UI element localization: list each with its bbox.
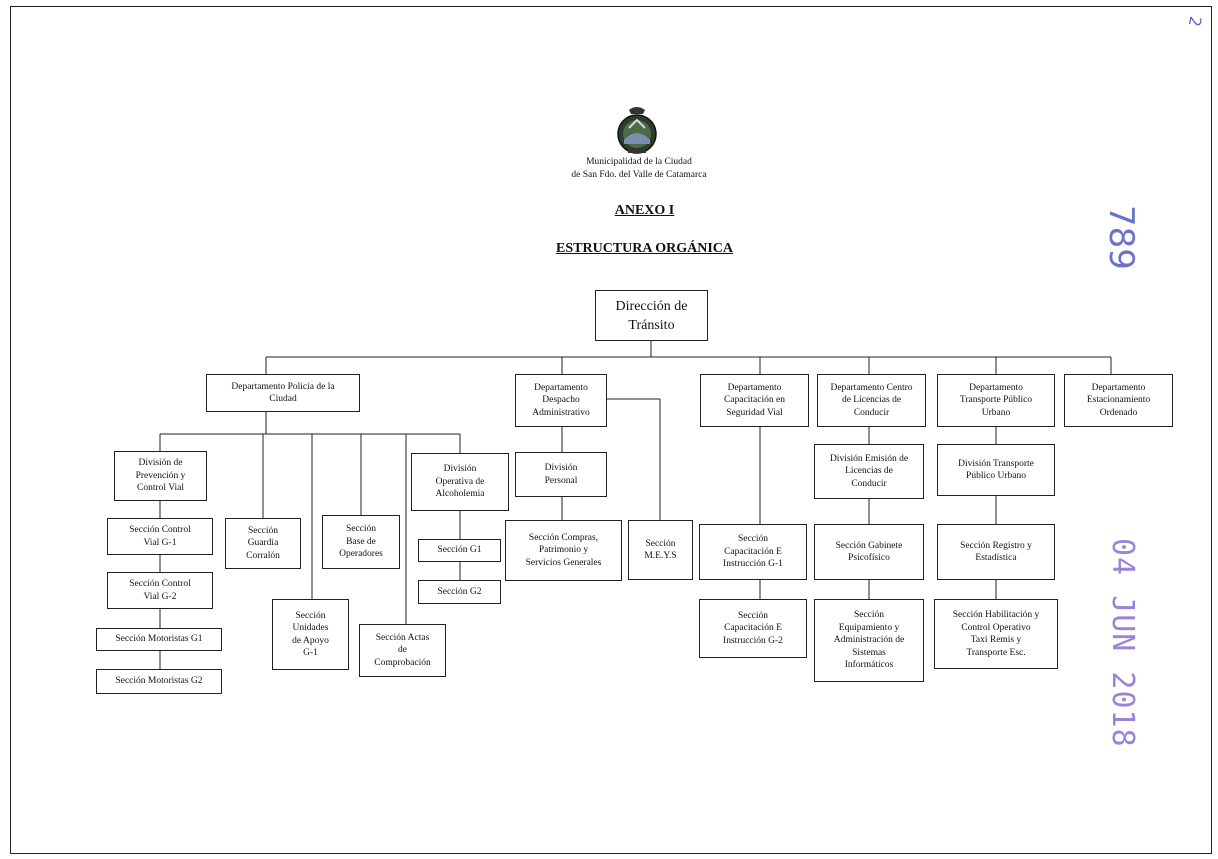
sec-motoristas-g2-box: Sección Motoristas G2 [96,669,222,694]
sec-control-vial-g2-box: Sección Control Vial G-2 [107,572,213,609]
direccion-transito-box: Dirección de Tránsito [595,290,708,341]
div-alcoholemia-box: División Operativa de Alcoholemia [411,453,509,511]
sec-g2-box: Sección G2 [418,580,501,604]
sec-capacitacion-g1-box: Sección Capacitación E Instrucción G-1 [699,524,807,580]
dept-policia-box: Departamento Policía de la Ciudad [206,374,360,412]
dept-capacitacion-box: Departamento Capacitación en Seguridad V… [700,374,809,427]
document-page [10,6,1212,854]
municipality-name: Municipalidad de la Ciudad de San Fdo. d… [539,156,739,182]
dept-despacho-box: Departamento Despacho Administrativo [515,374,607,427]
div-transporte-publico-box: División Transporte Público Urbano [937,444,1055,496]
div-emision-licencias-box: División Emisión de Licencias de Conduci… [814,444,924,499]
sec-base-operadores-box: Sección Base de Operadores [322,515,400,569]
sec-habilitacion-box: Sección Habilitación y Control Operativo… [934,599,1058,669]
structure-title: ESTRUCTURA ORGÁNICA [556,241,733,256]
div-personal-box: División Personal [515,452,607,497]
sec-capacitacion-g2-box: Sección Capacitación E Instrucción G-2 [699,599,807,658]
sec-g1-box: Sección G1 [418,539,501,562]
municipality-line-2: de San Fdo. del Valle de Catamarca [571,170,707,180]
dept-licencias-box: Departamento Centro de Licencias de Cond… [817,374,926,427]
dept-transporte-box: Departamento Transporte Público Urbano [937,374,1055,427]
municipality-line-1: Municipalidad de la Ciudad [586,157,692,167]
municipal-seal-icon [609,104,665,156]
dept-estacionamiento-box: Departamento Estacionamiento Ordenado [1064,374,1173,427]
sec-meys-box: Sección M.E.Y.S [628,520,693,580]
sec-registro-estadistica-box: Sección Registro y Estadística [937,524,1055,580]
folio-stamp: 789 [1101,205,1141,270]
sec-actas-comprobacion-box: Sección Actas de Comprobación [359,624,446,677]
sec-unidades-apoyo-box: Sección Unidades de Apoyo G-1 [272,599,349,670]
date-stamp: 04 JUN 2018 [1105,538,1140,748]
sec-guardia-corralon-box: Sección Guardia Corralón [225,518,301,569]
annex-title: ANEXO I [614,203,675,218]
sec-compras-box: Sección Compras, Patrimonio y Servicios … [505,520,622,581]
div-prevencion-box: División de Prevención y Control Vial [114,451,207,501]
sec-control-vial-g1-box: Sección Control Vial G-1 [107,518,213,555]
sec-equipamiento-box: Sección Equipamiento y Administración de… [814,599,924,682]
sec-motoristas-g1-box: Sección Motoristas G1 [96,628,222,651]
sec-gabinete-psicofisico-box: Sección Gabinete Psicofísico [814,524,924,580]
